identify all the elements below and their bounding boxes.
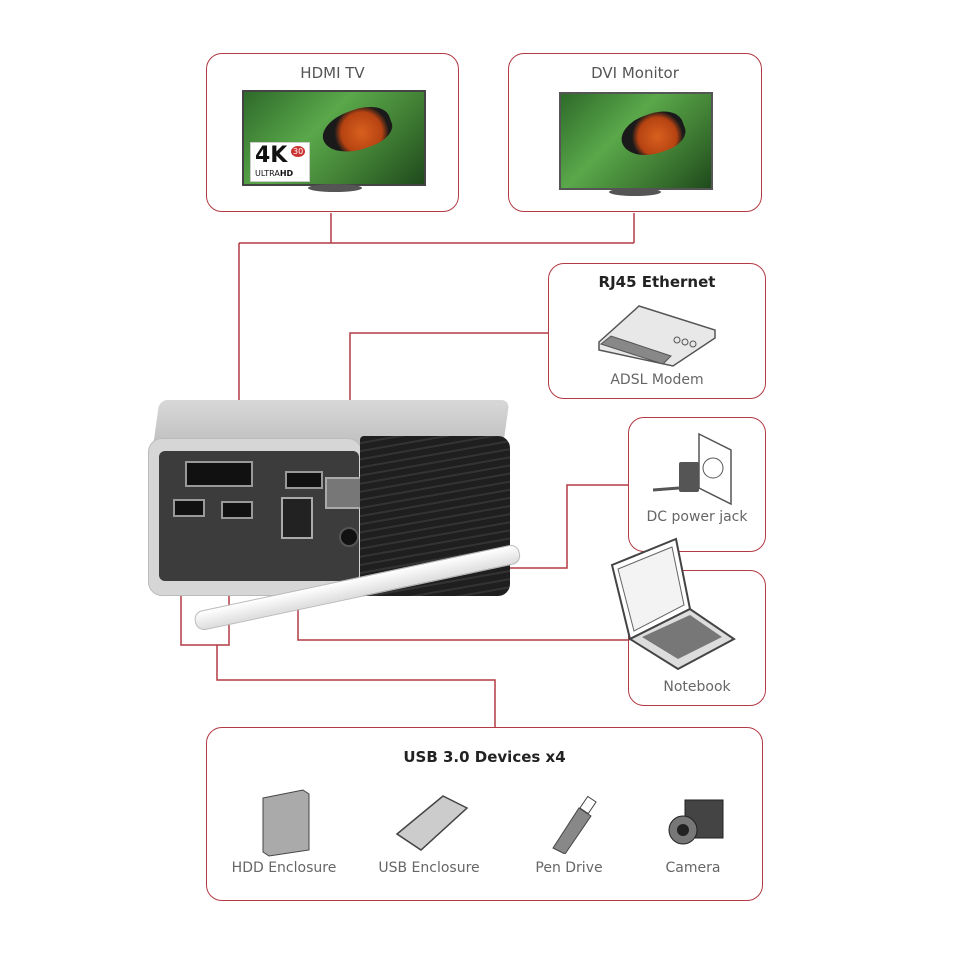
4k-badge-fps: 30 [291,146,306,157]
usb-port-1[interactable] [173,499,205,517]
usb-b-port[interactable] [281,497,313,539]
notebook-label: Notebook [663,679,731,695]
dvi-monitor-box: DVI Monitor [508,53,762,212]
adsl-modem-icon [598,305,716,367]
tv-screen: 4K 30 ULTRAHD [242,90,426,186]
tv-stand [308,184,362,192]
docking-station [148,400,513,600]
power-box: DC power jack [628,417,766,552]
usb-device-label: Pen Drive [535,860,603,876]
usb-device-item: Pen Drive [519,788,619,888]
dvi-port[interactable] [185,461,253,487]
hdmi-tv-title: HDMI TV [300,64,365,82]
butterfly-image [317,99,397,161]
4k-badge-main: 4K [255,143,288,168]
4k-badge: 4K 30 ULTRAHD [250,142,310,182]
butterfly-image [616,104,690,164]
usb-device-label: Camera [665,860,721,876]
power-adapter-icon [652,432,732,506]
hdd-enclosure-icon [262,789,310,857]
badge-hd: HD [279,169,294,178]
laptop-icon [610,537,736,671]
usb-devices-title: USB 3.0 Devices x4 [403,748,566,766]
usb-devices-box: USB 3.0 Devices x4 HDD Enclosure USB Enc… [206,727,763,901]
pen-drive-icon [552,795,597,854]
usb-device-label: HDD Enclosure [231,860,337,876]
adsl-modem-label: ADSL Modem [610,372,704,388]
4k-badge-sub: ULTRAHD [255,169,293,178]
hdmi-port[interactable] [285,471,323,489]
usb-device-label: USB Enclosure [378,860,480,876]
line-usb-bus [216,645,496,727]
usb-port-2[interactable] [221,501,253,519]
usb-device-item: USB Enclosure [369,788,489,888]
dock-port-panel [159,451,363,581]
monitor-stand [609,188,661,196]
badge-ultra: ULTRA [255,169,280,178]
dock-front [148,438,363,596]
dvi-monitor-title: DVI Monitor [591,64,679,82]
usb-enclosure-icon [395,795,469,851]
hdmi-tv-box: HDMI TV 4K 30 ULTRAHD [206,53,459,212]
camera-icon [668,799,724,845]
usb-device-item: Camera [643,788,743,888]
rj45-port[interactable] [325,477,363,509]
ethernet-title: RJ45 Ethernet [598,273,716,291]
monitor-screen [559,92,713,190]
dc-power-jack-label: DC power jack [646,509,748,525]
dc-in-port[interactable] [339,527,359,547]
ethernet-box: RJ45 Ethernet ADSL Modem [548,263,766,399]
usb-device-item: HDD Enclosure [229,788,339,888]
